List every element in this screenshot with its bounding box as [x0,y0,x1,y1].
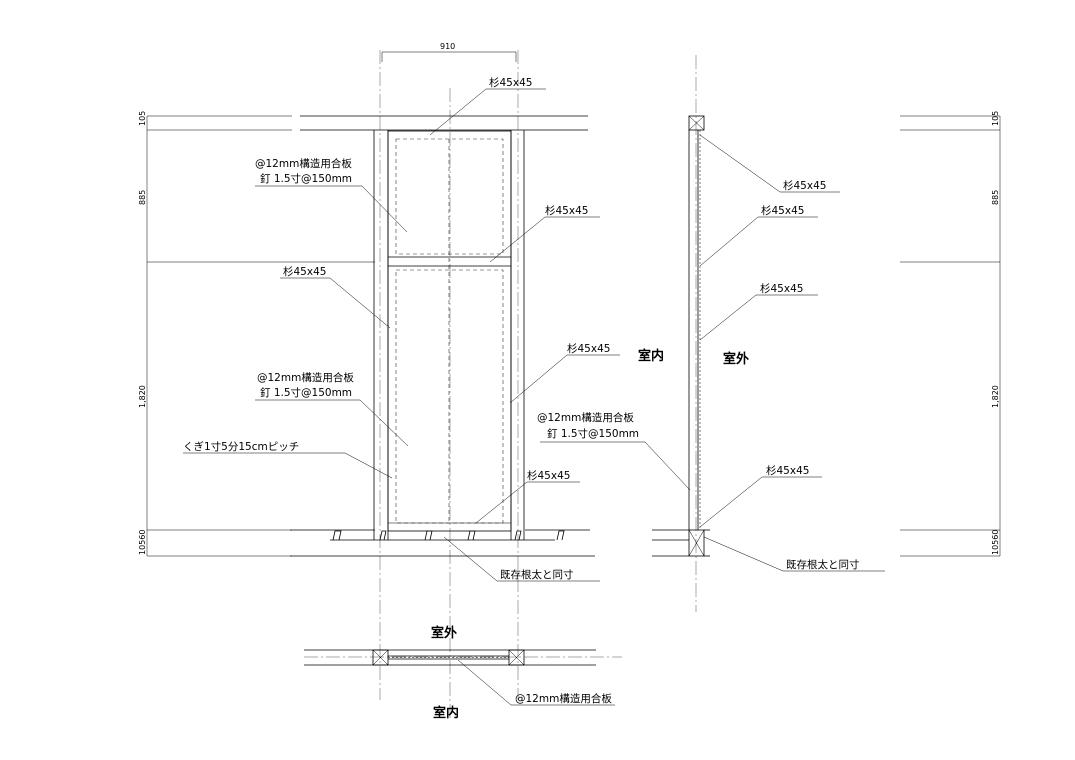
dim-right-1820: 1,820 [991,385,1000,408]
label-sill-elevation: 既存根太と同寸 [500,568,574,581]
dim-left-1820: 1,820 [138,385,147,408]
dim-right-885: 885 [991,190,1000,205]
plan-view: 室外 室内 @12mm構造用合板 [304,625,622,721]
dim-left-10560: 10560 [138,530,147,555]
section-outdoor-label: 室外 [723,351,749,367]
plan-outdoor-label: 室外 [431,625,457,641]
section-indoor-label: 室内 [638,348,664,364]
section-label-plywood-2: 釘 1.5寸@150mm [547,427,639,440]
dim-top-910: 910 [440,42,455,51]
label-sugi-right: 杉45x45 [567,342,610,355]
section-label-sugi-2: 杉45x45 [761,204,804,217]
section-label-sugi-1: 杉45x45 [783,179,826,192]
label-plywood-lower-1: @12mm構造用合板 [257,371,354,384]
label-nail-pitch: くぎ1寸5分15cmピッチ [183,440,299,453]
label-plywood-lower-2: 釘 1.5寸@150mm [260,386,352,399]
section-label-sugi-3: 杉45x45 [760,282,803,295]
dim-right-105: 105 [991,111,1000,126]
dim-left-105: 105 [138,111,147,126]
elevation-view: 910 杉45x45 [183,42,620,720]
dim-right-10560: 10560 [991,530,1000,555]
label-plywood-upper-2: 釘 1.5寸@150mm [260,172,352,185]
label-sugi-left: 杉45x45 [283,265,326,278]
label-sugi-bottom: 杉45x45 [527,469,570,482]
left-dimension-column: 105 885 1,820 10560 [138,111,375,557]
section-label-sill: 既存根太と同寸 [786,558,860,571]
label-sugi-top: 杉45x45 [489,76,532,89]
section-label-plywood-1: @12mm構造用合板 [537,411,634,424]
label-sugi-mid: 杉45x45 [545,204,588,217]
plywood-panel [387,130,512,532]
dim-left-885: 885 [138,190,147,205]
section-view: 室内 室外 杉45x45 杉45x45 杉45x45 @12mm構造用合板 釘 … [537,55,885,612]
section-label-sugi-4: 杉45x45 [766,464,809,477]
plan-indoor-label: 室内 [433,705,459,721]
plan-label-plywood: @12mm構造用合板 [515,692,612,705]
label-plywood-upper-1: @12mm構造用合板 [255,157,352,170]
right-dimension-column: 105 885 1,820 10560 [900,111,1001,557]
